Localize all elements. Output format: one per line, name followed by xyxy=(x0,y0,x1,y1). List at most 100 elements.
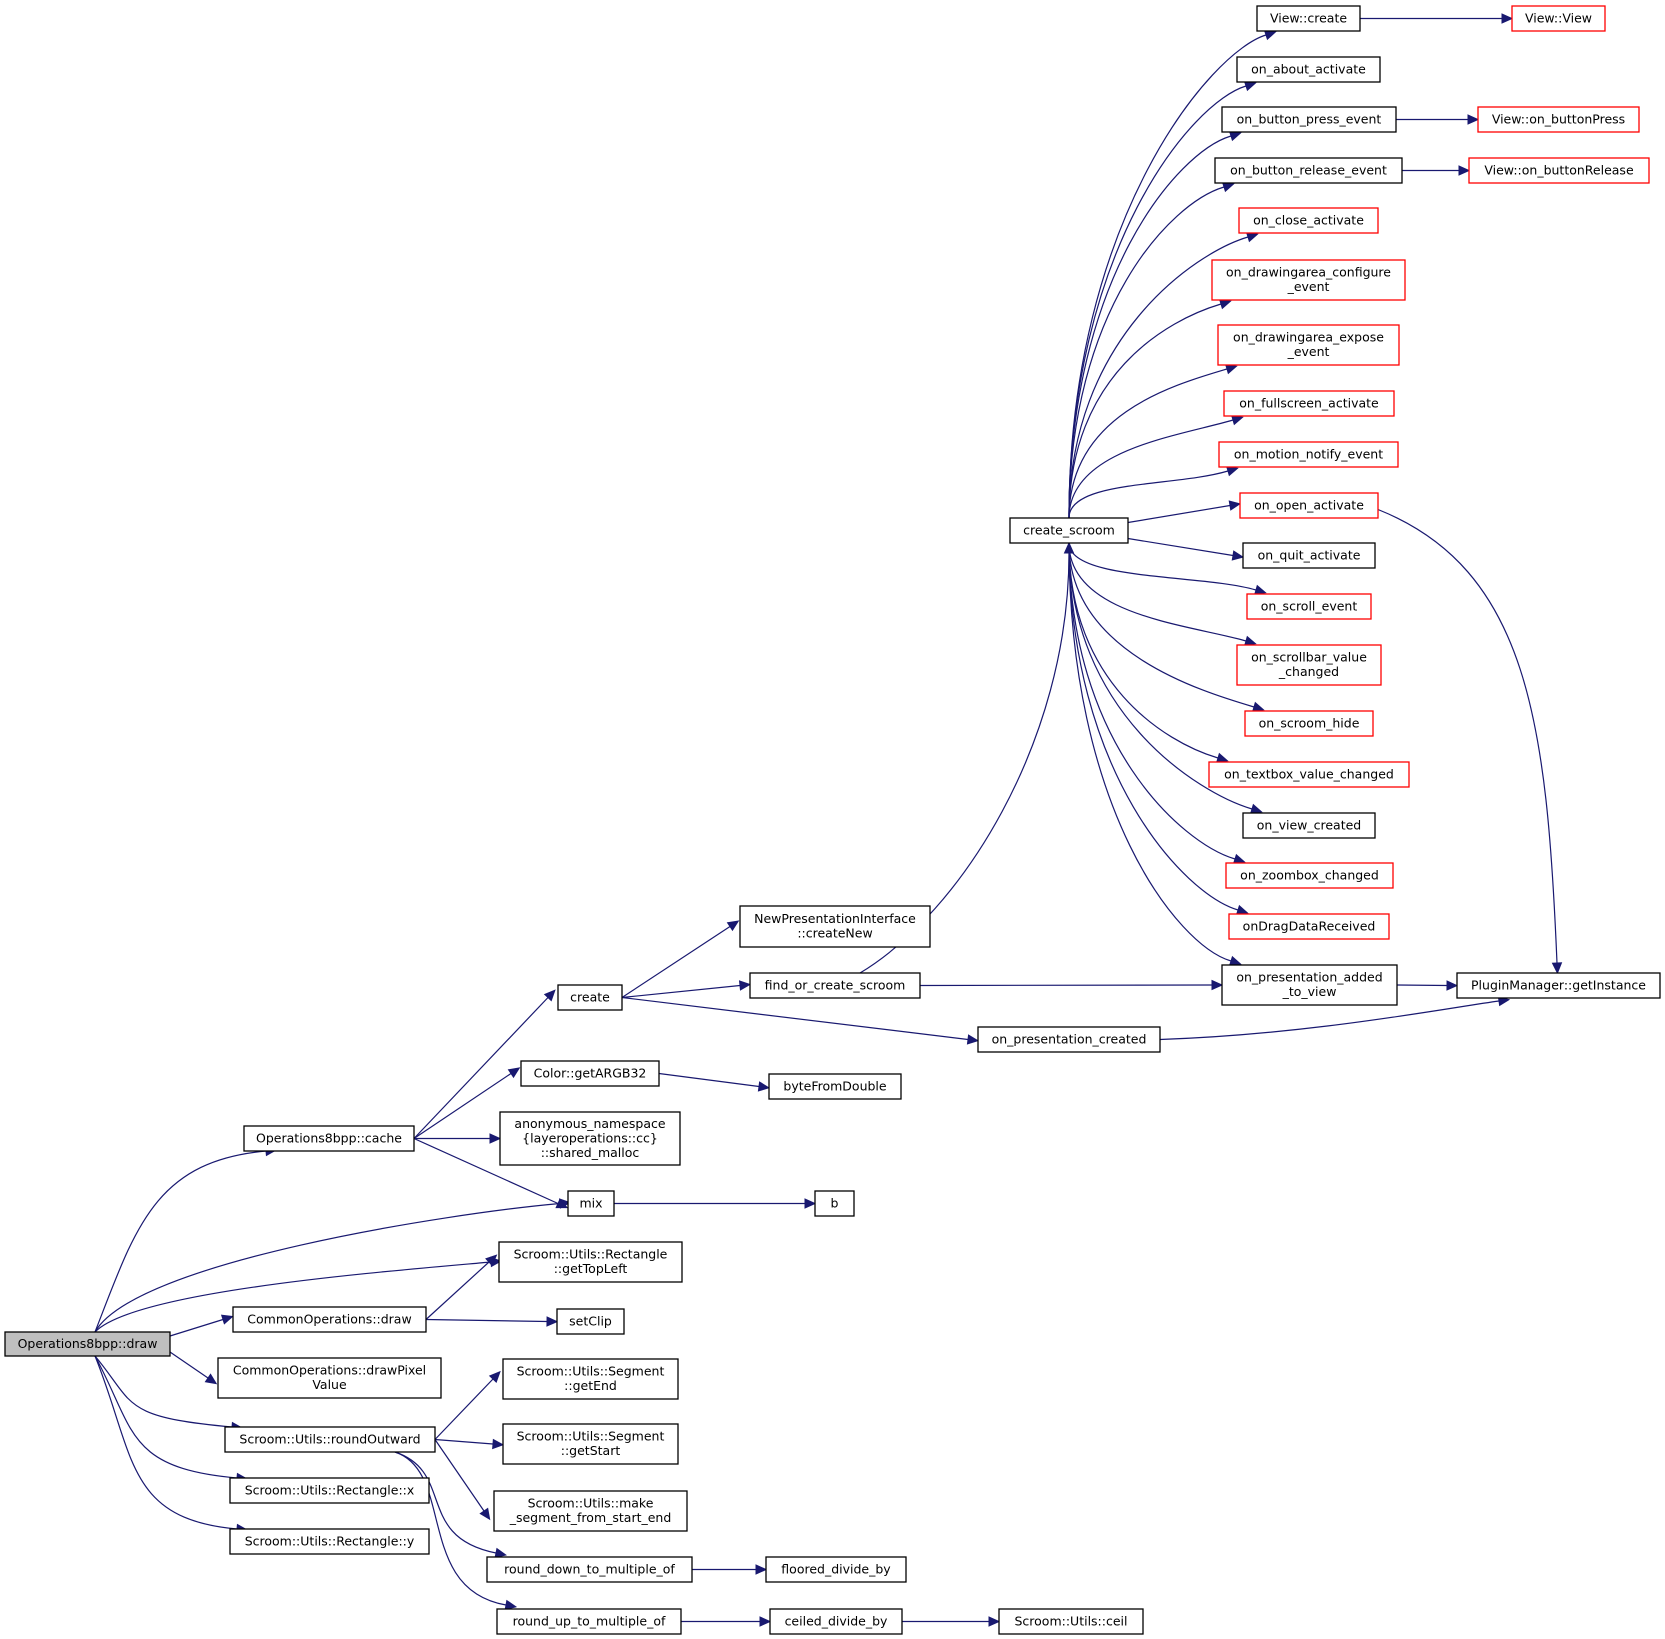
node-box xyxy=(499,1111,681,1166)
arrowhead-icon xyxy=(1245,232,1259,243)
arrowhead-icon xyxy=(1501,13,1514,24)
graph-node-on-scroll-event[interactable]: on_scroll_event xyxy=(1246,593,1372,620)
node-label: on_fullscreen_activate xyxy=(1239,395,1379,410)
graph-node-round-outward[interactable]: Scroom::Utils::roundOutward xyxy=(224,1426,436,1453)
edge-on-open-activate-to-pluginmanager-get-instance xyxy=(1377,508,1558,964)
arrowhead-icon xyxy=(1228,500,1242,511)
graph-node-view-on-button-release[interactable]: View::on_buttonRelease xyxy=(1468,157,1650,184)
node-box xyxy=(217,1357,442,1399)
node-label: Color::getARGB32 xyxy=(534,1065,647,1080)
graph-node-create[interactable]: create xyxy=(557,984,623,1011)
graph-node-on-presentation-added-to-view[interactable]: on_presentation_added_to_view xyxy=(1221,964,1398,1006)
edge-round-outward-to-segment-get-start xyxy=(434,1438,494,1445)
node-box xyxy=(1238,207,1379,234)
graph-node-create-scroom[interactable]: create_scroom xyxy=(1009,517,1129,544)
graph-node-pluginmanager-get-instance[interactable]: PluginManager::getInstance xyxy=(1456,972,1661,999)
node-label: create_scroom xyxy=(1023,522,1115,537)
node-label: ::getEnd xyxy=(564,1378,617,1393)
edges-layer xyxy=(94,13,1563,1627)
graph-node-b[interactable]: b xyxy=(814,1190,855,1217)
graph-node-byte-from-double[interactable]: byteFromDouble xyxy=(768,1073,902,1100)
graph-node-common-draw[interactable]: CommonOperations::draw xyxy=(232,1306,427,1333)
graph-node-on-scroom-hide[interactable]: on_scroom_hide xyxy=(1244,710,1374,737)
graph-node-rect-x[interactable]: Scroom::Utils::Rectangle::x xyxy=(229,1477,430,1504)
graph-node-cache[interactable]: Operations8bpp::cache xyxy=(243,1125,415,1152)
graph-node-color-get-argb32[interactable]: Color::getARGB32 xyxy=(520,1060,660,1087)
node-label: ::shared_malloc xyxy=(541,1145,640,1160)
graph-node-segment-get-start[interactable]: Scroom::Utils::Segment::getStart xyxy=(502,1423,679,1465)
graph-node-rect-y[interactable]: Scroom::Utils::Rectangle::y xyxy=(229,1528,430,1555)
graph-node-find-or-create-scroom[interactable]: find_or_create_scroom xyxy=(749,972,921,999)
node-box xyxy=(769,1608,903,1635)
arrowhead-icon xyxy=(966,1034,980,1045)
graph-node-on-fullscreen-activate[interactable]: on_fullscreen_activate xyxy=(1223,390,1395,417)
arrowhead-icon xyxy=(757,1081,771,1092)
node-label: create xyxy=(570,989,610,1004)
graph-node-on-button-press-event[interactable]: on_button_press_event xyxy=(1221,106,1397,133)
graph-node-on-about-activate[interactable]: on_about_activate xyxy=(1236,56,1381,83)
node-label: _event xyxy=(1287,279,1330,294)
graph-node-draw8[interactable]: Operations8bpp::draw xyxy=(4,1331,171,1357)
graph-node-on-close-activate[interactable]: on_close_activate xyxy=(1238,207,1379,234)
edge-draw8-to-rect-x xyxy=(94,1355,238,1479)
graph-node-on-drag-data-received[interactable]: onDragDataReceived xyxy=(1228,913,1390,940)
graph-node-on-textbox-value-changed[interactable]: on_textbox_value_changed xyxy=(1208,761,1410,788)
graph-node-rect-get-top-left[interactable]: Scroom::Utils::Rectangle::getTopLeft xyxy=(498,1241,683,1283)
graph-node-on-quit-activate[interactable]: on_quit_activate xyxy=(1242,542,1376,569)
node-label: View::create xyxy=(1270,10,1347,25)
arrowhead-icon xyxy=(738,980,752,991)
node-box xyxy=(1214,157,1403,184)
graph-node-on-view-created[interactable]: on_view_created xyxy=(1242,812,1376,839)
node-label: Scroom::Utils::Rectangle::x xyxy=(245,1482,415,1497)
node-box xyxy=(1236,56,1381,83)
graph-node-floored-divide-by[interactable]: floored_divide_by xyxy=(765,1556,907,1583)
node-box xyxy=(232,1306,427,1333)
graph-node-on-drawingarea-expose-event[interactable]: on_drawingarea_expose_event xyxy=(1217,324,1400,366)
graph-node-segment-get-end[interactable]: Scroom::Utils::Segment::getEnd xyxy=(502,1358,679,1400)
graph-node-on-open-activate[interactable]: on_open_activate xyxy=(1239,492,1379,519)
node-label: ::getTopLeft xyxy=(554,1261,628,1276)
node-box xyxy=(1236,644,1382,686)
graph-node-create-new[interactable]: NewPresentationInterface::createNew xyxy=(739,905,931,948)
graph-node-on-presentation-created[interactable]: on_presentation_created xyxy=(977,1026,1161,1053)
graph-node-mix[interactable]: mix xyxy=(567,1190,615,1217)
graph-node-on-drawingarea-configure-event[interactable]: on_drawingarea_configure_event xyxy=(1211,259,1406,301)
node-label: PluginManager::getInstance xyxy=(1471,977,1646,992)
arrowhead-icon xyxy=(988,1616,1001,1627)
graph-node-view-on-button-press[interactable]: View::on_buttonPress xyxy=(1477,106,1640,133)
graph-node-scroom-ceil[interactable]: Scroom::Utils::ceil xyxy=(998,1608,1144,1635)
arrowhead-icon xyxy=(804,1198,817,1209)
graph-node-on-zoombox-changed[interactable]: on_zoombox_changed xyxy=(1225,862,1394,889)
graph-node-on-button-release-event[interactable]: on_button_release_event xyxy=(1214,157,1403,184)
node-label: on_view_created xyxy=(1257,817,1361,832)
node-label: round_up_to_multiple_of xyxy=(513,1613,666,1628)
graph-node-make-segment[interactable]: Scroom::Utils::make_segment_from_start_e… xyxy=(493,1490,688,1532)
graph-node-ceiled-divide-by[interactable]: ceiled_divide_by xyxy=(769,1608,903,1635)
arrowhead-icon xyxy=(1226,466,1239,477)
node-label: View::on_buttonRelease xyxy=(1484,162,1634,177)
node-box xyxy=(1225,862,1394,889)
graph-node-set-clip[interactable]: setClip xyxy=(556,1308,625,1335)
graph-node-round-down[interactable]: round_down_to_multiple_of xyxy=(486,1556,693,1583)
node-box xyxy=(502,1358,679,1400)
node-label: on_scrollbar_value xyxy=(1251,650,1367,665)
edge-create-scroom-to-on-presentation-added-to-view xyxy=(1068,542,1232,962)
arrowhead-icon xyxy=(1254,584,1267,595)
node-box xyxy=(229,1528,430,1555)
node-box xyxy=(768,1073,902,1100)
edge-draw8-to-cache xyxy=(94,1150,267,1333)
edge-create-scroom-to-on-drawingarea-expose-event xyxy=(1068,368,1228,519)
node-box xyxy=(1477,106,1640,133)
arrowhead-icon xyxy=(1218,299,1232,310)
graph-node-on-motion-notify-event[interactable]: on_motion_notify_event xyxy=(1218,441,1399,468)
graph-node-on-scrollbar-value-changed[interactable]: on_scrollbar_value_changed xyxy=(1236,644,1382,686)
graph-node-shared-malloc[interactable]: anonymous_namespace{layeroperations::cc}… xyxy=(499,1111,681,1166)
arrowhead-icon xyxy=(1249,803,1263,814)
arrowhead-icon xyxy=(755,1564,768,1575)
edge-create-scroom-to-on-drawingarea-configure-event xyxy=(1068,303,1222,519)
graph-node-view-create[interactable]: View::create xyxy=(1256,5,1361,32)
graph-node-view-view[interactable]: View::View xyxy=(1511,5,1606,32)
graph-node-round-up[interactable]: round_up_to_multiple_of xyxy=(496,1608,682,1635)
edge-create-to-create-new xyxy=(621,925,731,999)
